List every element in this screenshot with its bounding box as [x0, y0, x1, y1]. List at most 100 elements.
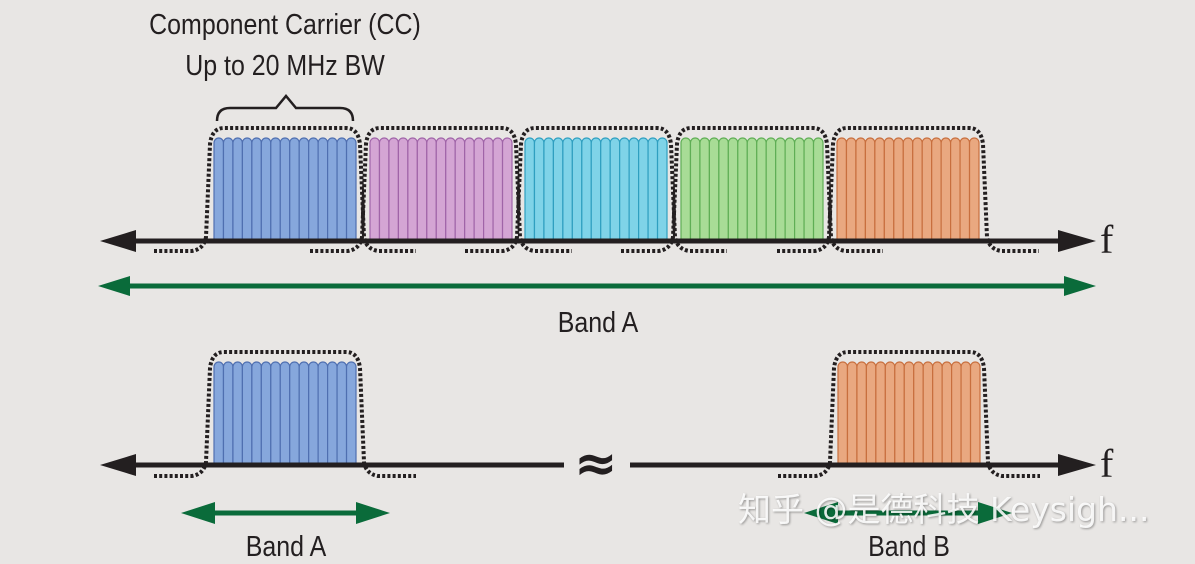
subcarrier	[416, 137, 428, 241]
subcarrier	[590, 137, 602, 241]
subcarrier	[883, 137, 895, 241]
subcarrier	[426, 137, 437, 241]
subcarrier	[950, 137, 961, 241]
subcarrier	[524, 137, 536, 241]
top-axis-f-label: f	[1100, 217, 1114, 262]
subcarrier	[699, 137, 710, 241]
subcarrier	[865, 361, 877, 466]
green-arrow-left-icon	[181, 502, 215, 524]
subcarrier	[922, 361, 934, 466]
subcarrier	[397, 137, 409, 241]
subcarrier	[260, 137, 272, 241]
subcarrier	[875, 361, 886, 466]
subcarrier	[941, 361, 953, 466]
subcarrier	[232, 137, 243, 241]
subcarrier	[345, 361, 357, 466]
subcarrier	[794, 137, 805, 241]
subcarrier	[902, 137, 914, 241]
green-arrow-right-icon	[978, 502, 1012, 524]
subcarrier	[501, 137, 513, 241]
subcarrier	[327, 361, 338, 466]
subcarrier	[378, 137, 390, 241]
subcarrier	[689, 137, 701, 241]
subcarrier	[289, 137, 300, 241]
component-carrier-3	[465, 126, 727, 253]
subcarrier	[803, 137, 815, 241]
subcarrier	[473, 137, 485, 241]
subcarrier	[571, 137, 583, 241]
frequency-gap-symbol: ≈	[574, 434, 618, 494]
subcarrier	[921, 137, 933, 241]
axis-arrow-left-icon	[100, 454, 136, 476]
subcarrier	[327, 137, 338, 241]
subcarrier	[656, 137, 668, 241]
band-b-component-carrier	[778, 350, 1040, 478]
subcarrier	[279, 137, 291, 241]
top-frequency-axis	[100, 230, 1096, 252]
subcarrier	[903, 361, 915, 466]
subcarrier	[345, 137, 357, 241]
bottom-band-b-arrow	[804, 502, 1012, 524]
subcarrier	[680, 137, 692, 241]
bottom-band-a-label: Band A	[245, 531, 327, 563]
title-line-2: Up to 20 MHz BW	[185, 50, 385, 82]
subcarrier	[951, 361, 962, 466]
cc-brace	[215, 94, 355, 122]
subcarrier	[884, 361, 896, 466]
subcarrier	[756, 137, 767, 241]
green-arrow-left-icon	[98, 276, 130, 296]
subcarrier	[727, 137, 739, 241]
subcarrier	[552, 137, 564, 241]
top-band-a-label: Band A	[557, 307, 639, 339]
watermark: 知乎 @是德科技 Keysigh...	[738, 490, 1150, 529]
subcarrier	[836, 137, 848, 241]
subcarrier	[336, 137, 348, 241]
subcarrier	[845, 137, 857, 241]
bottom-component-carriers	[154, 350, 1040, 478]
subcarrier	[454, 137, 466, 241]
subcarrier	[270, 137, 281, 241]
subcarrier	[960, 361, 972, 466]
subcarrier	[317, 361, 329, 466]
subcarrier	[369, 137, 381, 241]
subcarrier	[279, 361, 291, 466]
subcarrier	[856, 361, 867, 466]
subcarrier	[251, 137, 262, 241]
subcarrier	[533, 137, 545, 241]
subcarrier	[893, 137, 904, 241]
subcarrier	[718, 137, 729, 241]
subcarrier	[647, 137, 659, 241]
subcarrier	[932, 361, 943, 466]
green-arrow-right-icon	[356, 502, 390, 524]
subcarrier	[241, 137, 253, 241]
subcarrier	[298, 137, 310, 241]
green-arrow-left-icon	[804, 502, 838, 524]
subcarrier	[213, 361, 225, 466]
subcarrier	[864, 137, 876, 241]
subcarrier	[638, 137, 649, 241]
component-carrier-title: Component Carrier (CC) Up to 20 MHz BW	[126, 5, 444, 87]
subcarrier	[931, 137, 942, 241]
subcarrier	[562, 137, 573, 241]
axis-arrow-right-icon	[1058, 454, 1096, 476]
subcarrier	[913, 361, 924, 466]
subcarrier	[765, 137, 777, 241]
subcarrier	[483, 137, 494, 241]
subcarrier	[600, 137, 611, 241]
component-carrier-1	[154, 126, 416, 253]
bottom-band-b-label: Band B	[868, 531, 950, 563]
subcarrier	[628, 137, 640, 241]
subcarrier	[445, 137, 456, 241]
subcarrier	[912, 137, 923, 241]
subcarrier	[232, 361, 243, 466]
subcarrier	[336, 361, 348, 466]
subcarrier	[388, 137, 399, 241]
axis-arrow-left-icon	[100, 230, 136, 252]
bottom-frequency-axis	[100, 454, 1096, 476]
subcarrier	[464, 137, 475, 241]
subcarrier	[308, 361, 319, 466]
subcarrier	[737, 137, 748, 241]
subcarrier	[251, 361, 262, 466]
title-line-1: Component Carrier (CC)	[149, 9, 421, 41]
